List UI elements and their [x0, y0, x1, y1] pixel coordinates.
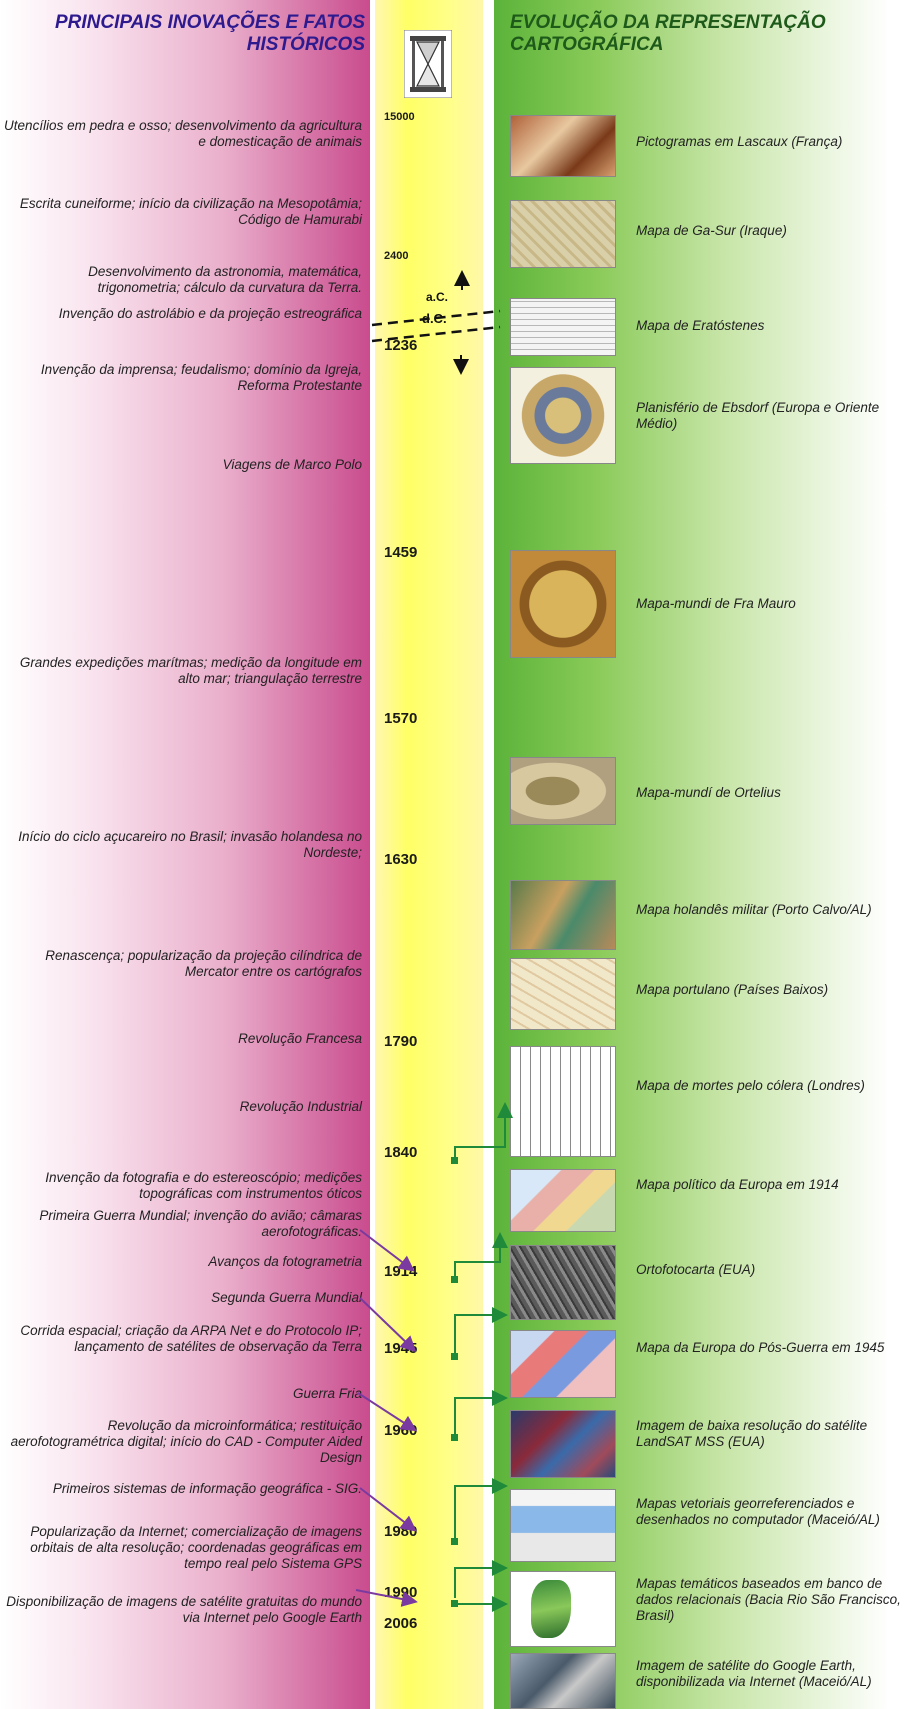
event-cold-war: Guerra Fria: [2, 1386, 362, 1402]
year-label: 1840: [384, 1144, 474, 1161]
map-label-cholera: Mapa de mortes pelo cólera (Londres): [636, 1078, 906, 1094]
event-world-war-1: Primeira Guerra Mundial; invenção do avi…: [2, 1208, 362, 1240]
year-label: 1945: [384, 1340, 474, 1357]
event-astronomy: Desenvolvimento da astronomia, matemátic…: [2, 264, 362, 296]
event-world-war-2: Segunda Guerra Mundial: [2, 1290, 362, 1306]
map-label-google-earth: Imagem de satélite do Google Earth, disp…: [636, 1658, 906, 1690]
map-thumbnail-landsat: [510, 1410, 616, 1478]
header-historical-facts: PRINCIPAIS INOVAÇÕES E FATOS HISTÓRICOS: [5, 12, 365, 56]
hourglass-icon: [404, 30, 452, 98]
map-label-vector-maps: Mapas vetoriais georreferenciados e dese…: [636, 1496, 906, 1528]
map-thumbnail-lascaux: [510, 115, 616, 177]
map-label-ga-sur: Mapa de Ga-Sur (Iraque): [636, 223, 906, 239]
map-thumbnail-eratosthenes: [510, 298, 616, 356]
map-label-orthophoto: Ortofotocarta (EUA): [636, 1262, 906, 1278]
event-microcomputing: Revolução da microinformática; restituiç…: [2, 1418, 362, 1466]
event-sugar-cycle: Início do ciclo açucareiro no Brasil; in…: [2, 829, 362, 861]
map-thumbnail-ortelius: [510, 757, 616, 825]
year-label: 1236: [384, 337, 474, 354]
map-label-thematic: Mapas temáticos baseados em banco de dad…: [636, 1576, 906, 1624]
map-label-landsat: Imagem de baixa resolução do satélite La…: [636, 1418, 906, 1450]
year-label: 1570: [384, 710, 474, 727]
event-industrial-revolution: Revolução Industrial: [2, 1099, 362, 1115]
era-label-bc: a.C.: [426, 290, 448, 304]
map-label-dutch-military: Mapa holandês militar (Porto Calvo/AL): [636, 902, 906, 918]
header-cartographic-evolution: EVOLUÇÃO DA REPRESENTAÇÃO CARTOGRÁFICA: [510, 12, 890, 56]
year-label: 1914: [384, 1263, 474, 1280]
map-label-lascaux: Pictogramas em Lascaux (França): [636, 134, 906, 150]
event-french-revolution: Revolução Francesa: [2, 1031, 362, 1047]
event-internet: Popularização da Internet; comercializaç…: [2, 1524, 362, 1572]
map-thumbnail-ebsdorf: [510, 367, 616, 464]
map-thumbnail-dutch-military: [510, 880, 616, 950]
map-label-europe-1914: Mapa político da Europa em 1914: [636, 1177, 906, 1193]
map-label-portolan: Mapa portulano (Países Baixos): [636, 982, 906, 998]
event-stone-tools: Utencílios em pedra e osso; desenvolvime…: [2, 118, 362, 150]
year-label: 1630: [384, 851, 474, 868]
map-thumbnail-portolan: [510, 958, 616, 1030]
event-google-earth: Disponibilização de imagens de satélite …: [2, 1594, 362, 1626]
map-thumbnail-google-earth: [510, 1653, 616, 1709]
map-thumbnail-cholera: [510, 1046, 616, 1157]
event-marco-polo: Viagens de Marco Polo: [2, 457, 362, 473]
event-printing-press: Invenção da imprensa; feudalismo; domíni…: [2, 362, 362, 394]
map-thumbnail-europe-1914: [510, 1169, 616, 1232]
event-cuneiform: Escrita cuneiforme; início da civilizaçã…: [2, 196, 362, 228]
event-astrolabe: Invenção do astrolábio e da projeção est…: [2, 306, 362, 322]
event-first-gis: Primeiros sistemas de informação geográf…: [2, 1481, 362, 1497]
year-label: 2006: [384, 1615, 474, 1632]
event-photogrammetry: Avanços da fotogrametria: [2, 1254, 362, 1270]
year-label: 1459: [384, 544, 474, 561]
map-label-eratosthenes: Mapa de Eratóstenes: [636, 318, 906, 334]
map-thumbnail-vector-maps: [510, 1489, 616, 1562]
map-thumbnail-europe-1945: [510, 1330, 616, 1398]
event-renaissance: Renascença; popularização da projeção ci…: [2, 948, 362, 980]
year-label: 2400: [384, 250, 474, 262]
map-label-fra-mauro: Mapa-mundi de Fra Mauro: [636, 596, 906, 612]
map-label-ortelius: Mapa-mundí de Ortelius: [636, 785, 906, 801]
event-space-race: Corrida espacial; criação da ARPA Net e …: [2, 1323, 362, 1355]
year-label: 1990: [384, 1584, 474, 1601]
year-label: 1790: [384, 1033, 474, 1050]
map-thumbnail-ga-sur: [510, 200, 616, 268]
year-label: 15000: [384, 111, 474, 123]
map-label-ebsdorf: Planisfério de Ebsdorf (Europa e Oriente…: [636, 400, 906, 432]
map-thumbnail-orthophoto: [510, 1245, 616, 1320]
map-label-europe-1945: Mapa da Europa do Pós-Guerra em 1945: [636, 1340, 906, 1356]
era-label-ad: d.C.: [422, 311, 447, 326]
event-maritime-expeditions: Grandes expedições marítmas; medição da …: [2, 655, 362, 687]
map-thumbnail-thematic: [510, 1571, 616, 1647]
event-photography: Invenção da fotografia e do estereoscópi…: [2, 1170, 362, 1202]
map-thumbnail-fra-mauro: [510, 550, 616, 658]
year-label: 1960: [384, 1422, 474, 1439]
year-label: 1980: [384, 1523, 474, 1540]
